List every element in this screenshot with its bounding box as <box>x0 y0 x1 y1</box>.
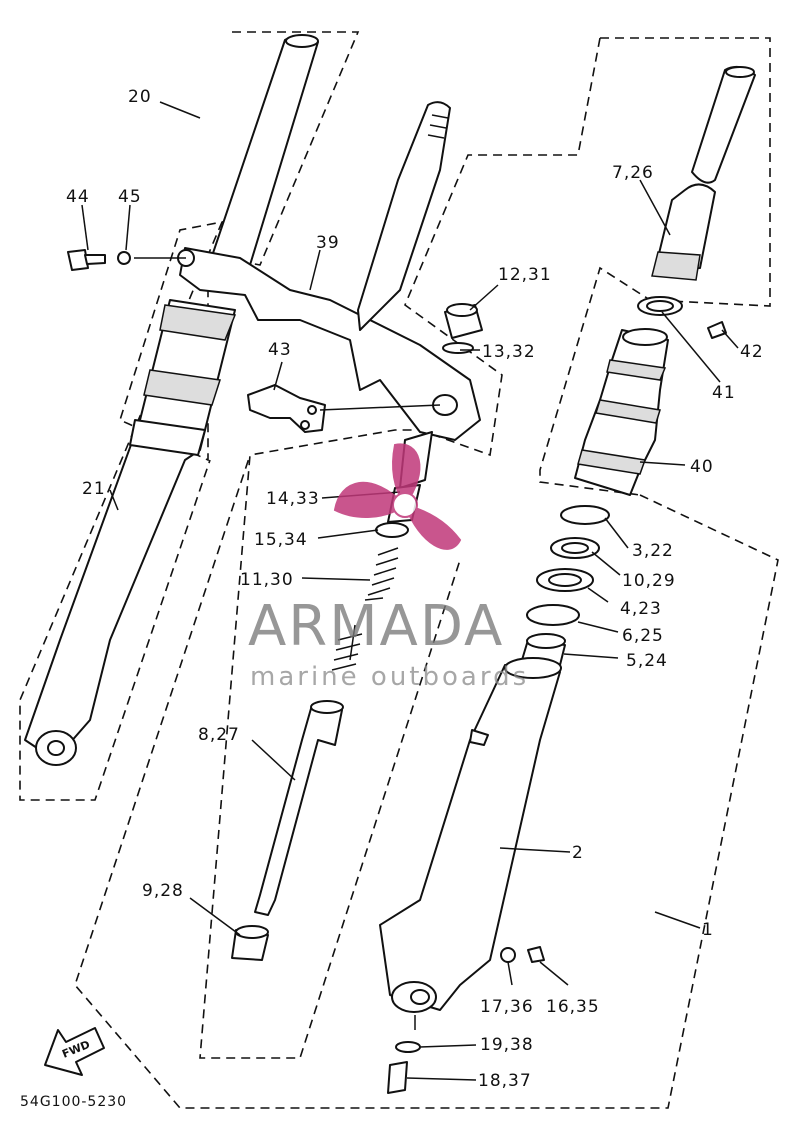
label-12-31: 12,31 <box>498 265 552 285</box>
right-outer-tube-2 <box>379 657 562 1013</box>
label-21: 21 <box>82 479 106 499</box>
label-42: 42 <box>740 342 764 362</box>
oil-seal-10-29 <box>550 537 600 559</box>
dust-boot-40 <box>574 328 669 496</box>
armada-watermark: ARMADA marine outboards <box>248 443 529 692</box>
clamp-43 <box>247 384 326 433</box>
screw-42 <box>707 321 727 339</box>
propeller-logo-icon <box>333 443 462 550</box>
label-39: 39 <box>316 233 340 253</box>
assembly-boundaries <box>19 31 779 1109</box>
label-19-38: 19,38 <box>480 1035 534 1055</box>
part-labels: 20 44 45 39 12,31 13,32 7,26 42 41 43 40… <box>66 87 764 1091</box>
label-17-36: 17,36 <box>480 997 534 1017</box>
label-6-25: 6,25 <box>622 626 664 646</box>
steering-stem <box>357 101 451 331</box>
label-40: 40 <box>690 457 714 477</box>
left-inner-tube <box>209 34 319 266</box>
washer-45 <box>117 251 131 265</box>
label-1: 1 <box>702 920 714 940</box>
bolt-16-35 <box>527 946 545 963</box>
spring-11-30 <box>331 547 399 671</box>
bolt-18-37 <box>387 1061 408 1094</box>
washer-17-36 <box>500 947 516 963</box>
label-10-29: 10,29 <box>622 571 676 591</box>
watermark-tagline: marine outboards <box>250 662 529 692</box>
bolt-44 <box>67 249 106 271</box>
fwd-arrow-icon: FWD <box>44 1027 105 1076</box>
leader-lines <box>81 101 739 1081</box>
watermark-brand: ARMADA <box>248 594 504 659</box>
label-20: 20 <box>128 87 152 107</box>
washer-6-25 <box>526 604 580 626</box>
ring-41 <box>637 296 683 316</box>
fork-tube-7-26 <box>651 65 756 281</box>
diagram-code: 54G100-5230 <box>20 1094 127 1110</box>
label-8-27: 8,27 <box>198 725 240 745</box>
label-5-24: 5,24 <box>626 651 668 671</box>
label-14-33: 14,33 <box>266 489 320 509</box>
o-ring-13-32 <box>442 342 474 354</box>
washer-19-38 <box>395 1041 421 1053</box>
washer-15-34 <box>375 522 409 538</box>
label-11-30: 11,30 <box>240 570 294 590</box>
label-15-34: 15,34 <box>254 530 308 550</box>
label-2: 2 <box>572 843 584 863</box>
label-16-35: 16,35 <box>546 997 600 1017</box>
label-18-37: 18,37 <box>478 1071 532 1091</box>
label-9-28: 9,28 <box>142 881 184 901</box>
label-45: 45 <box>118 187 142 207</box>
seal-4-23 <box>536 568 594 592</box>
label-41: 41 <box>712 383 736 403</box>
label-7-26: 7,26 <box>612 163 654 183</box>
circlip-3-22 <box>560 505 610 525</box>
label-43: 43 <box>268 340 292 360</box>
label-4-23: 4,23 <box>620 599 662 619</box>
piece-9-28 <box>231 925 269 961</box>
label-44: 44 <box>66 187 90 207</box>
label-3-22: 3,22 <box>632 541 674 561</box>
left-outer-tube <box>24 299 237 766</box>
label-13-32: 13,32 <box>482 342 536 362</box>
cap-bolt-12-31 <box>444 303 483 339</box>
damper-rod-8-27 <box>254 700 344 916</box>
